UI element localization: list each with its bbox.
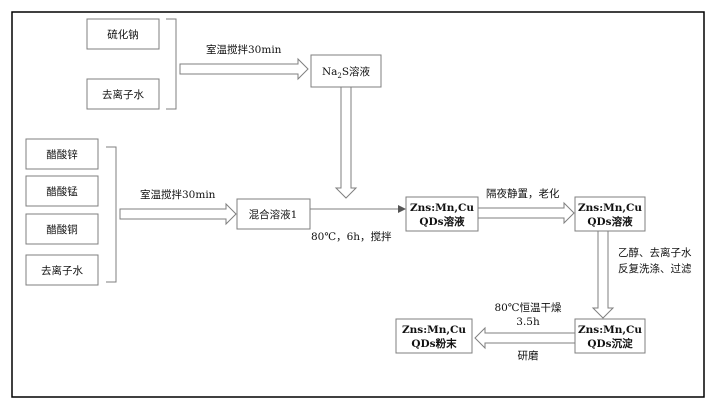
label-stir-1: 室温搅拌30min [206, 43, 282, 56]
label-manganese-acetate: 醋酸锰 [46, 185, 78, 198]
box-qds-powder [395, 318, 473, 354]
arrow-to-mixed [119, 202, 237, 226]
label-wash-line1: 乙醇、去离子水 [618, 246, 692, 259]
box-sodium-sulfide [86, 18, 160, 50]
label-powder-line2: QDs粉末 [411, 337, 457, 350]
box-water-2 [25, 254, 99, 286]
label-grind: 研磨 [518, 350, 539, 362]
label-qds-solution-2-line1: Zns:Mn,Cu [578, 202, 642, 214]
box-qds-solution-2 [574, 196, 646, 232]
label-water-2: 去离子水 [41, 264, 83, 277]
label-stir-2: 室温搅拌30min [140, 188, 216, 201]
box-qds-precipitate [574, 318, 646, 354]
label-sodium-sulfide: 硫化钠 [107, 28, 139, 41]
box-copper-acetate [25, 213, 99, 245]
label-dry-line1: 80℃恒温干燥 [494, 301, 562, 314]
arrow-mixed-to-qds-head [398, 205, 406, 213]
label-qds-solution-2-line2: QDs溶液 [587, 215, 633, 228]
label-water-1: 去离子水 [102, 88, 144, 101]
label-dry-line2: 3.5h [516, 316, 540, 328]
diagram-frame [11, 11, 705, 398]
label-wash-line2: 反复洗涤、过滤 [618, 262, 692, 275]
box-water-1 [86, 78, 160, 110]
label-powder-line1: Zns:Mn,Cu [402, 324, 466, 336]
label-zinc-acetate: 醋酸锌 [46, 148, 78, 161]
label-precipitate-line2: QDs沉淀 [587, 337, 633, 350]
label-copper-acetate: 醋酸铜 [46, 223, 78, 236]
box-zinc-acetate [25, 138, 99, 170]
box-qds-solution-1 [405, 196, 479, 232]
box-manganese-acetate [25, 175, 99, 207]
box-mixed-solution [236, 198, 311, 230]
arrow-to-na2s [179, 57, 309, 81]
arrow-aging [477, 201, 575, 225]
bracket-top [166, 18, 177, 110]
label-aging: 隔夜静置，老化 [486, 187, 560, 200]
bracket-left [106, 146, 117, 283]
arrow-to-powder [474, 326, 576, 350]
label-mixed-solution: 混合溶液1 [249, 208, 298, 221]
label-qds-solution-1-line2: QDs溶液 [419, 215, 465, 228]
label-qds-solution-1-line1: Zns:Mn,Cu [410, 202, 474, 214]
arrow-na2s-down [334, 86, 358, 199]
label-precipitate-line1: Zns:Mn,Cu [578, 324, 642, 336]
label-na2s-solution: Na2S溶液 [322, 65, 371, 80]
label-reaction-conditions: 80℃，6h，搅拌 [311, 230, 392, 243]
arrow-wash-down [591, 230, 615, 319]
box-na2s-solution [310, 54, 382, 88]
